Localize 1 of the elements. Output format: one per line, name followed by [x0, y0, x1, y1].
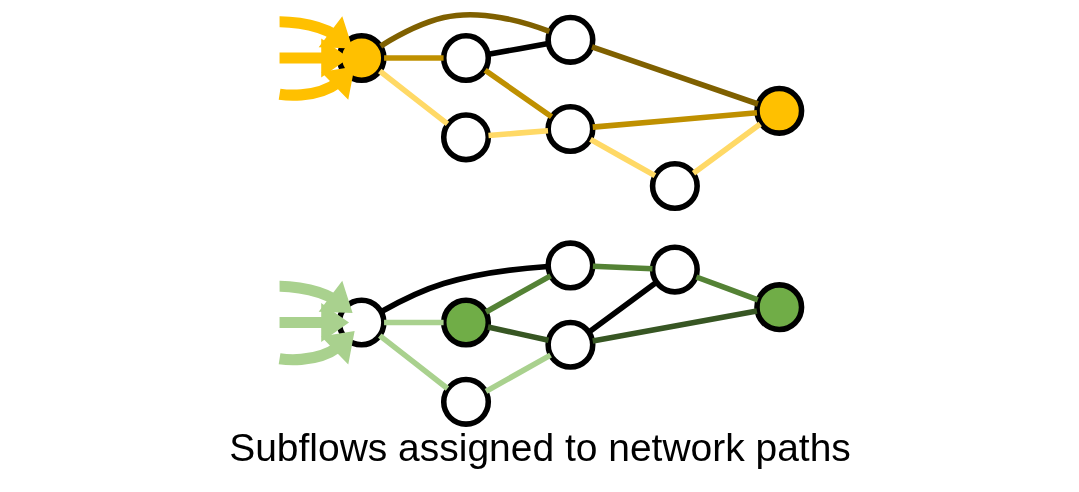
- caption: Subflows assigned to network paths: [228, 425, 851, 469]
